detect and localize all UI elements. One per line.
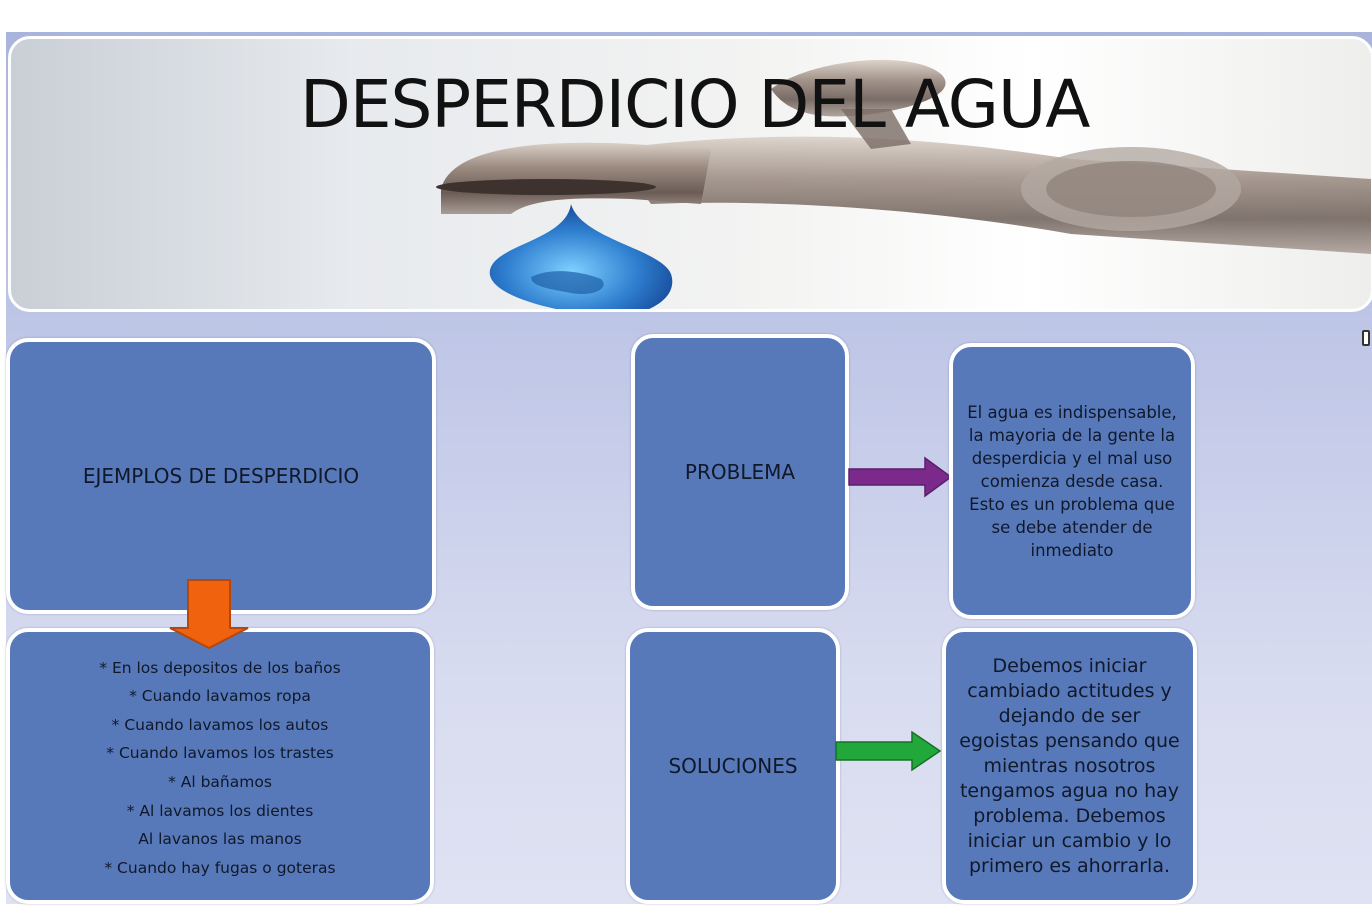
list-item: * Al lavamos los dientes: [127, 797, 314, 826]
down-arrow-icon: [168, 578, 252, 650]
problema-desc-box: El agua es indispensable, la mayoria de …: [949, 343, 1195, 619]
right-arrow-solution-icon: [834, 730, 942, 772]
problema-label: PROBLEMA: [685, 460, 795, 484]
list-item: * En los depositos de los baños: [99, 654, 340, 683]
list-item: * Cuando lavamos los trastes: [106, 739, 333, 768]
list-item: * Cuando lavamos ropa: [129, 682, 311, 711]
problema-description: El agua es indispensable, la mayoria de …: [953, 401, 1191, 562]
list-item: * Cuando hay fugas o goteras: [104, 854, 335, 883]
right-arrow-problem-icon: [847, 456, 953, 498]
soluciones-box: SOLUCIONES: [626, 628, 840, 904]
page-title: DESPERDICIO DEL AGUA: [300, 66, 1080, 143]
edge-marker: [1362, 330, 1370, 346]
list-item: Al lavanos las manos: [138, 825, 301, 854]
ejemplos-label: EJEMPLOS DE DESPERDICIO: [83, 464, 359, 488]
ejemplos-list: * En los depositos de los baños * Cuando…: [99, 650, 340, 883]
soluciones-desc-box: Debemos iniciar cambiado actitudes y dej…: [942, 628, 1197, 904]
soluciones-description: Debemos iniciar cambiado actitudes y dej…: [946, 654, 1193, 879]
ejemplos-box: EJEMPLOS DE DESPERDICIO: [6, 338, 436, 614]
list-item: * Al bañamos: [168, 768, 272, 797]
problema-box: PROBLEMA: [631, 334, 849, 610]
soluciones-label: SOLUCIONES: [668, 754, 797, 778]
list-item: * Cuando lavamos los autos: [112, 711, 329, 740]
ejemplos-list-box: * En los depositos de los baños * Cuando…: [6, 628, 434, 904]
